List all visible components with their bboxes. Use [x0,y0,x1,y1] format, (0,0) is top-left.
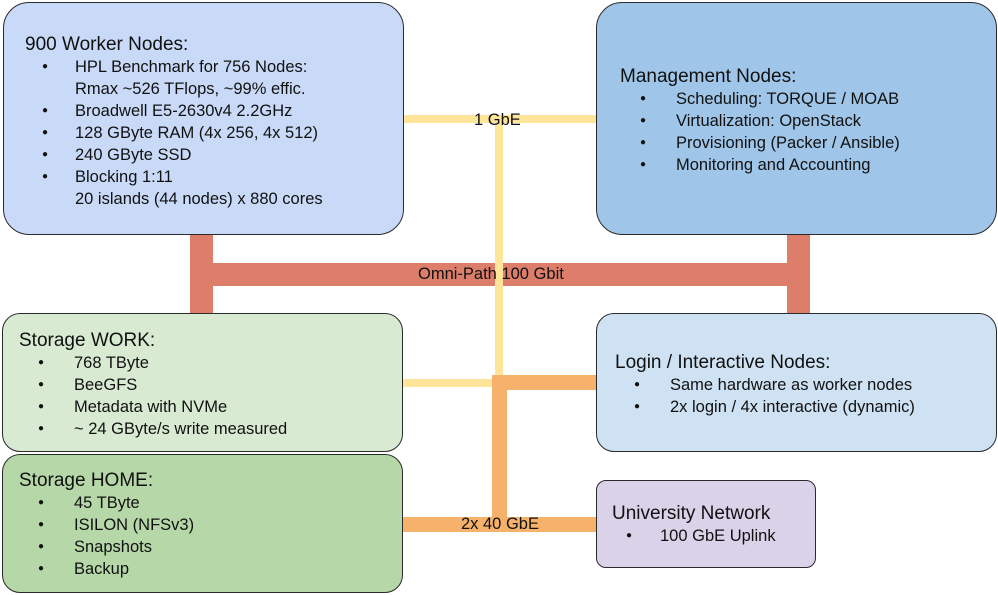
storage-home-item: 45 TByte [19,492,402,514]
storage-work-item: 768 TByte [19,352,402,374]
university-network-list: 100 GbE Uplink [612,525,815,547]
gbe-link-label: 1 GbE [474,111,521,129]
management-nodes-title: Management Nodes: [620,66,797,87]
storage-home-box: Storage HOME: 45 TByte ISILON (NFSv3) Sn… [2,454,403,593]
login-nodes-item: 2x login / 4x interactive (dynamic) [615,396,996,418]
login-nodes-item: Same hardware as worker nodes [615,374,996,396]
storage-work-title: Storage WORK: [19,330,156,351]
worker-nodes-item-text: HPL Benchmark for 756 Nodes: [75,58,308,76]
worker-nodes-item: 128 GByte RAM (4x 256, 4x 512) [25,122,403,144]
worker-nodes-item-text-cont: Rmax ~526 TFlops, ~99% effic. [75,80,306,98]
worker-nodes-title: 900 Worker Nodes: [25,34,189,55]
management-nodes-item: Virtualization: OpenStack [620,110,996,132]
worker-nodes-list: HPL Benchmark for 756 Nodes: Rmax ~526 T… [25,56,403,210]
forty-gbe-horizontal-line [403,517,596,532]
storage-work-item: ~ 24 GByte/s write measured [19,418,402,440]
login-nodes-title: Login / Interactive Nodes: [615,352,831,373]
worker-nodes-item-text: Broadwell E5-2630v4 2.2GHz [75,102,293,120]
worker-nodes-item-text: Blocking 1:11 [75,168,173,186]
worker-nodes-item: 240 GByte SSD [25,144,403,166]
storage-work-box: Storage WORK: 768 TByte BeeGFS Metadata … [2,313,403,452]
management-nodes-box: Management Nodes: Scheduling: TORQUE / M… [596,2,997,235]
storage-home-item: Snapshots [19,536,402,558]
storage-work-item: BeeGFS [19,374,402,396]
storage-work-item: Metadata with NVMe [19,396,402,418]
storage-home-title: Storage HOME: [19,470,154,491]
omni-path-management-drop [787,235,810,313]
gbe-vertical-line [495,115,503,383]
worker-nodes-item: HPL Benchmark for 756 Nodes: Rmax ~526 T… [25,56,403,100]
login-nodes-list: Same hardware as worker nodes 2x login /… [615,374,996,418]
worker-nodes-item-text: 128 GByte RAM (4x 256, 4x 512) [75,124,319,142]
university-network-title: University Network [612,503,771,524]
omni-path-worker-drop [190,235,213,313]
login-nodes-box: Login / Interactive Nodes: Same hardware… [596,313,997,452]
storage-work-list: 768 TByte BeeGFS Metadata with NVMe ~ 24… [19,352,402,440]
gbe-storage-work-line [403,379,503,387]
storage-home-list: 45 TByte ISILON (NFSv3) Snapshots Backup [19,492,402,580]
management-nodes-item: Monitoring and Accounting [620,154,996,176]
university-network-item: 100 GbE Uplink [612,525,815,547]
gbe-network [403,115,596,387]
management-nodes-item: Provisioning (Packer / Ansible) [620,132,996,154]
storage-home-item: ISILON (NFSv3) [19,514,402,536]
storage-home-item: Backup [19,558,402,580]
worker-nodes-item-text-cont: 20 islands (44 nodes) x 880 cores [75,190,323,208]
worker-nodes-item: Blocking 1:11 20 islands (44 nodes) x 88… [25,166,403,210]
management-nodes-item: Scheduling: TORQUE / MOAB [620,88,996,110]
forty-gbe-link-label: 2x 40 GbE [461,515,539,533]
worker-nodes-box: 900 Worker Nodes: HPL Benchmark for 756 … [3,2,404,235]
university-network-box: University Network 100 GbE Uplink [596,480,816,568]
forty-gbe-network [403,375,596,532]
worker-nodes-item-text: 240 GByte SSD [75,146,192,164]
forty-gbe-vertical-line [492,375,507,532]
worker-nodes-item: Broadwell E5-2630v4 2.2GHz [25,100,403,122]
forty-gbe-login-line [492,375,596,390]
management-nodes-list: Scheduling: TORQUE / MOAB Virtualization… [620,88,996,176]
omni-path-link-label: Omni-Path 100 Gbit [418,265,564,283]
